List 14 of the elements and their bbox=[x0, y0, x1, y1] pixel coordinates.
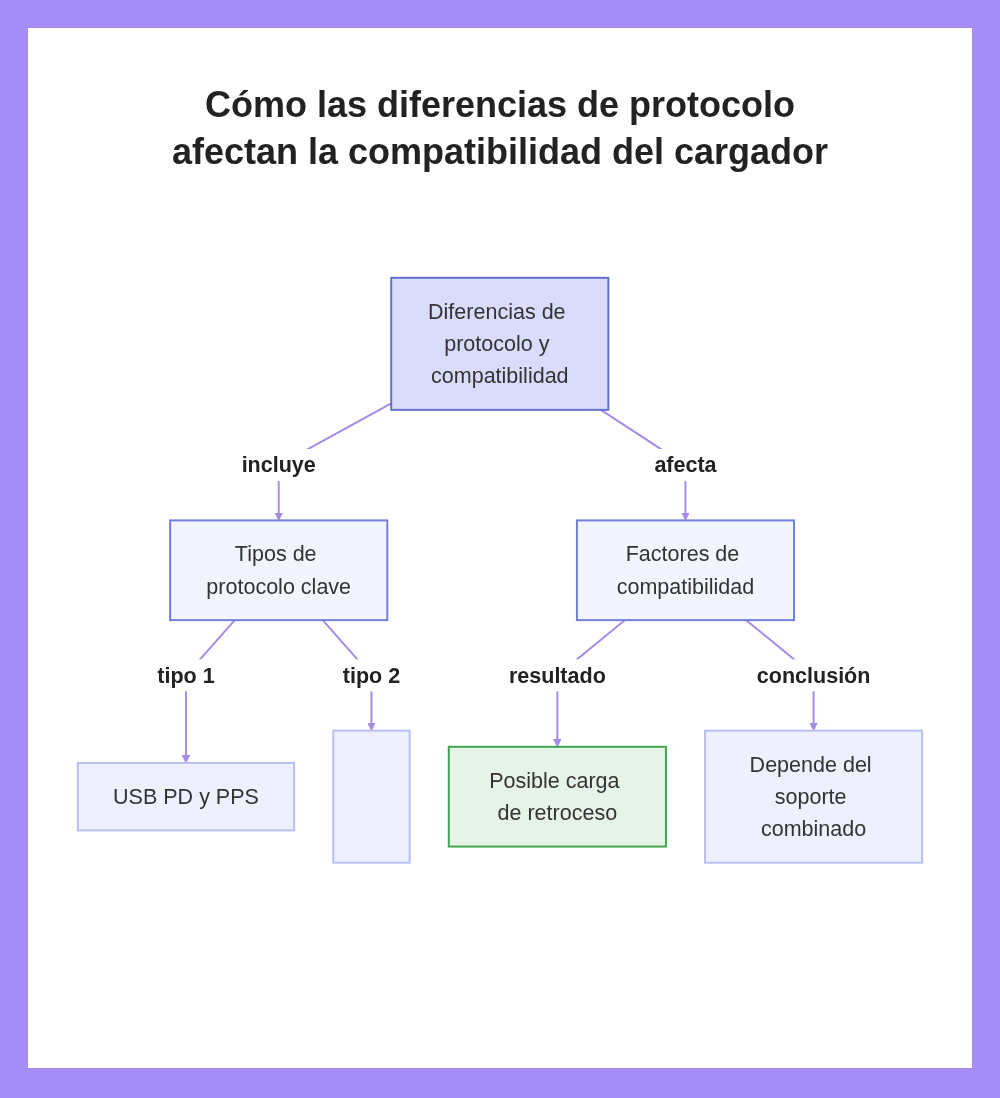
edge-label: tipo 2 bbox=[342, 663, 401, 688]
node-box: Posible carga de retroceso bbox=[447, 745, 667, 848]
edge-label: resultado bbox=[508, 663, 606, 688]
edge-label: conclusión bbox=[756, 663, 871, 688]
title: Cómo las diferencias de protocolo afectan la compatibilidad del cargador bbox=[170, 83, 830, 174]
edge-label: tipo 1 bbox=[157, 663, 215, 688]
node-box: USB PD y PPS bbox=[76, 761, 296, 832]
edge-label: afecta bbox=[654, 452, 717, 478]
node-box: Tipos de protocolo clave bbox=[169, 519, 389, 622]
node-box: Depende del soporte combinado bbox=[704, 729, 924, 864]
node-box: Diferencias de protocolo y compatibilidad bbox=[390, 276, 610, 411]
node-box bbox=[332, 729, 411, 864]
edge-label: incluye bbox=[241, 452, 316, 478]
node-box: Factores de compatibilidad bbox=[575, 519, 796, 622]
